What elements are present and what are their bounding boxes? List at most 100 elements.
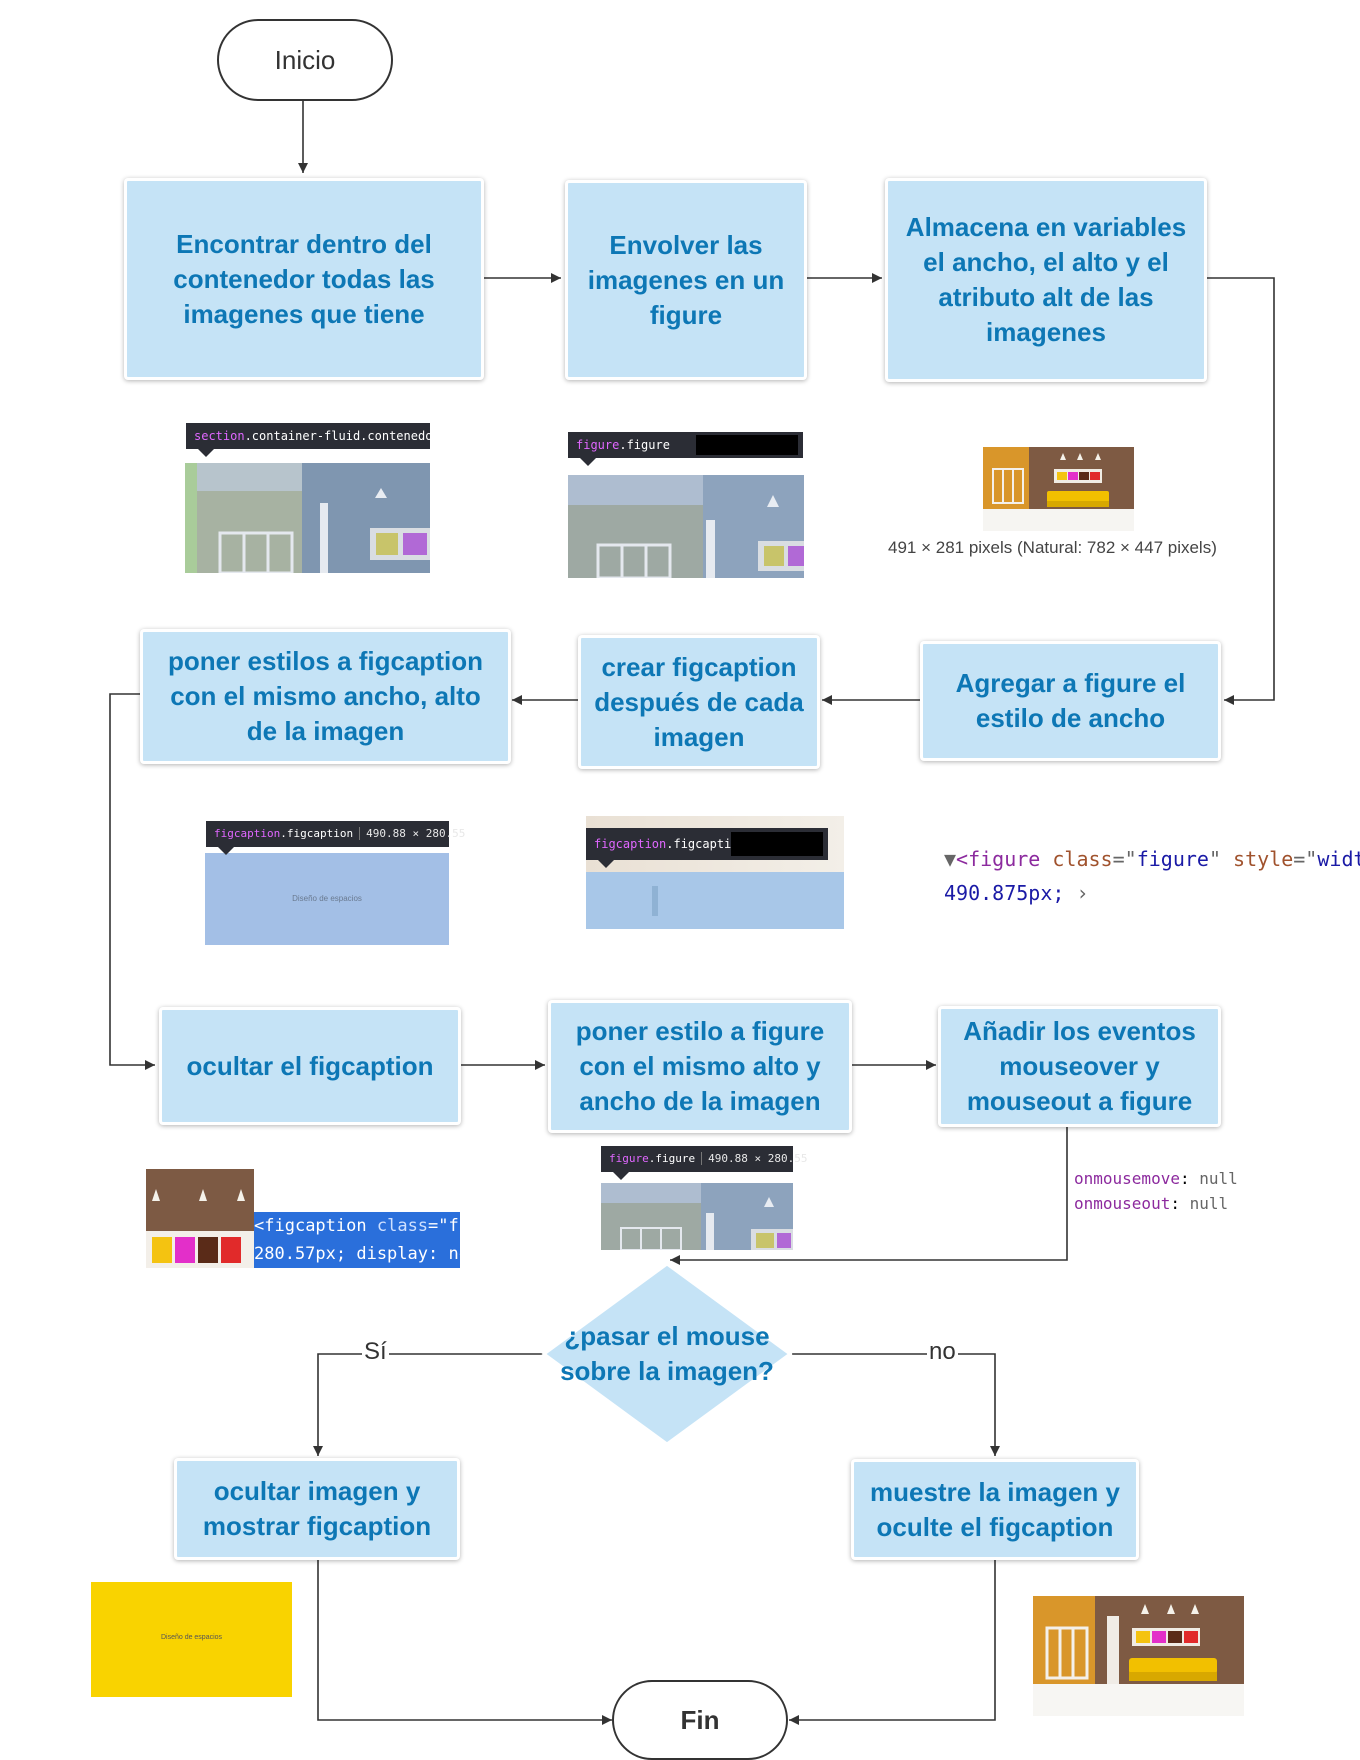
code-attr: class: [376, 1216, 429, 1236]
devtools-tooltip-figcaption: figcaption.figcaption: [586, 828, 828, 868]
figcaption-preview-text: Diseño de espacios: [292, 894, 362, 903]
room-photo-large: [1033, 1596, 1244, 1716]
step8-text: poner estilo a figure con el mismo alto …: [575, 1016, 825, 1116]
event-line-2: onmouseout: null: [1074, 1191, 1238, 1216]
tooltip-size: 490.88 × 280.55: [701, 1152, 808, 1165]
tooltip-class: .figcaption: [666, 837, 746, 851]
arrow-decision-yes: [313, 1353, 545, 1456]
event-val: null: [1189, 1194, 1229, 1213]
room-screenshot-highlighted-3: [601, 1183, 793, 1250]
code-val: figure: [1136, 847, 1209, 871]
devtools-tooltip-figure: figure.figure: [568, 432, 803, 466]
devtools-tooltip-figure-size: figure.figure 490.88 × 280.55: [601, 1146, 808, 1180]
code-line-2: 490.875px; ›: [944, 876, 1360, 910]
yellow-figcaption-preview: Diseño de espacios: [91, 1582, 292, 1697]
code-attr: style: [1233, 847, 1294, 871]
yellow-figcaption-text: Diseño de espacios: [160, 1634, 223, 1641]
devtools-tooltip-figcaption-size: figcaption.figcaption 490.88 × 280.55: [206, 821, 466, 855]
decision-mouse-over: ¿pasar el mouse sobre la imagen?: [540, 1262, 794, 1446]
code-val: 490.875px;: [944, 881, 1065, 905]
tooltip-tag: section: [194, 429, 245, 443]
tooltip-class: .figcaption: [280, 827, 354, 840]
code-bracket: <: [956, 847, 969, 871]
process-no-show-image: muestre la imagen y oculte el figcaption: [851, 1459, 1139, 1560]
step9-text: Añadir los eventos mouseover y mouseout …: [963, 1016, 1196, 1116]
process-step-hide-figcaption: ocultar el figcaption: [159, 1007, 461, 1125]
room-screenshot-highlighted-2: [568, 475, 804, 578]
event-prop: onmouseout: [1074, 1194, 1171, 1213]
code-val: width:: [1317, 847, 1360, 871]
arrow-step6-step7: [109, 693, 155, 1070]
code-eq: =": [1112, 847, 1137, 871]
screenshot-blue-area: [586, 872, 844, 929]
figcaption-highlight-preview: Diseño de espacios: [205, 853, 449, 945]
process-yes-hide-image: ocultar imagen y mostrar figcaption: [174, 1458, 460, 1560]
room-photo-crop-image: [146, 1169, 254, 1268]
process-step-wrap-figure: Envolver las imagenes en un figure: [565, 180, 807, 380]
step4-text: Agregar a figure el estilo de ancho: [955, 668, 1186, 733]
redacted-bar: [731, 832, 823, 856]
room-photo-crop: [146, 1169, 254, 1268]
code-line-2: 280.57px; display: none;: [254, 1240, 460, 1268]
tooltip-tag: figure: [609, 1152, 649, 1165]
code-figure-style: ▼<figure class="figure" style="width: 49…: [944, 842, 1360, 910]
room-photo-small: [983, 447, 1134, 531]
code-eq: =": [428, 1216, 449, 1236]
no-action-text: muestre la imagen y oculte el figcaption: [870, 1476, 1120, 1542]
event-val: null: [1199, 1169, 1238, 1188]
code-tag: figure: [968, 847, 1041, 871]
tooltip-class: .figure: [619, 438, 670, 452]
process-step-find-images: Encontrar dentro del contenedor todas la…: [124, 178, 484, 380]
code-val: figca: [448, 1216, 460, 1236]
start-terminal: Inicio: [217, 19, 393, 101]
tooltip-tag: figcaption: [214, 827, 281, 840]
tooltip-class: .figure: [648, 1152, 696, 1165]
step6-text: poner estilos a figcaption con el mismo …: [168, 646, 483, 746]
code-figcaption-selected: <figcaption class="figca 280.57px; displ…: [254, 1212, 460, 1268]
code-line-1: ▼<figure class="figure" style="width:: [944, 842, 1360, 876]
lamp-shape: [652, 886, 658, 916]
tooltip-size: 490.88 × 280.55: [359, 827, 466, 840]
tooltip-class: .container-fluid.contenedor: [244, 429, 440, 443]
branch-label-yes: Sí: [362, 1338, 389, 1366]
code-quote: ": [1208, 847, 1221, 871]
room-thumb-1: [185, 463, 430, 573]
room-photo-small-image: [983, 447, 1134, 531]
code-chevron: ›: [1076, 881, 1089, 905]
code-line-1: <figcaption class="figca: [254, 1212, 460, 1240]
step2-text: Envolver las imagenes en un figure: [587, 229, 785, 330]
arrow-decision-no: [792, 1353, 1000, 1456]
event-sep: :: [1179, 1169, 1190, 1188]
room-thumb-2: [568, 475, 804, 578]
start-label: Inicio: [274, 44, 336, 75]
code-val: 280.57px; display: none;: [254, 1244, 460, 1264]
code-attr: class: [1052, 847, 1113, 871]
code-tag: figcaption: [264, 1216, 367, 1236]
process-step-figure-width: Agregar a figure el estilo de ancho: [920, 641, 1221, 761]
step1-text: Encontrar dentro del contenedor todas la…: [173, 228, 435, 329]
tooltip-tag: figcaption: [594, 837, 667, 851]
event-line-1: onmousemove: null: [1074, 1166, 1238, 1191]
arrow-yes-end: [317, 1560, 612, 1725]
room-thumb-3: [601, 1183, 793, 1250]
step3-text: Almacena en variables el ancho, el alto …: [905, 212, 1187, 347]
redacted-bar: [696, 435, 798, 455]
process-step-style-figure: poner estilo a figure con el mismo alto …: [548, 1000, 852, 1133]
step5-text: crear figcaption después de cada imagen: [594, 651, 804, 752]
event-prop: onmousemove: [1074, 1169, 1180, 1188]
code-eq: =": [1293, 847, 1318, 871]
room-photo-large-image: [1033, 1596, 1244, 1716]
process-step-store-variables: Almacena en variables el ancho, el alto …: [885, 178, 1207, 382]
image-size-caption: 491 × 281 pixels (Natural: 782 × 447 pix…: [888, 538, 1217, 557]
arrow-step9-decision: [670, 1126, 1068, 1265]
process-step-add-events: Añadir los eventos mouseover y mouseout …: [938, 1006, 1221, 1127]
arrow-no-end: [789, 1560, 996, 1725]
decision-diamond: [541, 1262, 793, 1446]
decision-text: ¿pasar el mouse sobre la imagen?: [560, 1321, 774, 1386]
step7-text: ocultar el figcaption: [186, 1050, 434, 1081]
process-step-style-figcaption: poner estilos a figcaption con el mismo …: [140, 629, 511, 764]
room-screenshot-highlighted-1: [185, 463, 430, 573]
devtools-tooltip-section: section.container-fluid.contenedor: [186, 423, 440, 457]
expand-arrow[interactable]: ▼: [944, 847, 957, 871]
